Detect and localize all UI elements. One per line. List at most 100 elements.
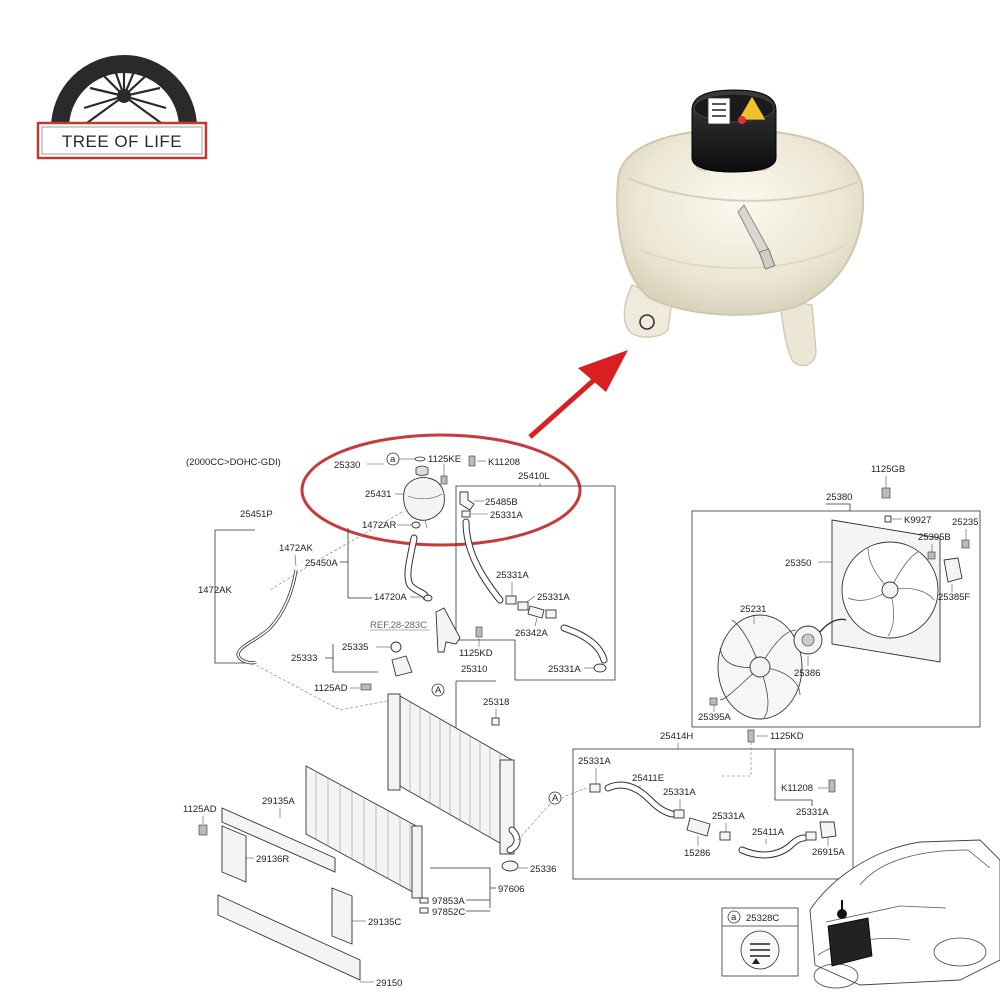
label-1472AR: 1472AR [362,520,396,531]
label-29135A: 29135A [262,796,295,807]
highlight-ellipse [300,433,582,547]
fan-blade-25231 [717,614,803,720]
label-1472AK: 1472AK [279,543,313,554]
bolt-icon [828,779,836,793]
ref-label: REF.28-283C [370,620,427,631]
legend-marker-a: a [731,912,737,923]
label-25410L: 25410L [518,471,550,482]
marker-a-text: a [390,454,396,465]
label-25350: 25350 [785,558,811,569]
label-25310: 25310 [461,664,487,675]
air-guard-29136R [221,825,247,883]
bolt-icon [475,626,483,638]
label-25385F: 25385F [938,592,970,603]
label-29150: 29150 [376,978,402,989]
label-1125KD-center: 1125KD [459,648,493,659]
arrow-head-icon [578,350,628,392]
label-26915A: 26915A [812,847,845,858]
label-15286: 15286 [684,848,710,859]
label-25395B: 25395B [918,532,951,543]
mounting-hole-icon [639,314,655,330]
legend-marker-a-icon [727,910,741,924]
label-25331A-top: 25331A [490,510,523,521]
reservoir-right-leg [779,299,817,367]
pipe-15286 [686,817,711,837]
label-1125GB: 1125GB [871,464,905,475]
marker-A-circle-icon [431,683,445,697]
pipe-bracket-drawing [435,607,461,653]
variant-label: (2000CC>DOHC-GDI) [186,457,281,468]
label-1125AD-upper: 1125AD [314,683,348,694]
logo-hub [117,89,131,103]
bolt-1125KE-icon [440,475,448,485]
label-97853A: 97853A [432,896,465,907]
label-1125AD-lower: 1125AD [183,804,217,815]
label-25395A: 25395A [698,712,731,723]
hose-connector-26915A [819,821,837,839]
elbow-fitting-25485B [459,491,475,511]
label-25330: 25330 [334,460,360,471]
lower-hose-group-box [572,748,854,880]
label-25335: 25335 [342,642,368,653]
label-25411E: 25411E [632,773,664,784]
label-K9927: K9927 [904,515,931,526]
clamp-icon [805,831,817,841]
cap-caution-triangle-icon [737,95,767,121]
clamp-icon [517,601,529,611]
marker-A-upper: A [435,685,442,696]
bolt-icon [360,683,372,691]
clamp-icon [505,595,517,605]
mount-bracket-25333 [391,655,413,677]
marker-A-lower: A [552,793,559,804]
logo-banner [36,121,208,160]
label-1472AK-side: 1472AK [198,585,232,596]
bleed-hose-25451P [236,569,298,665]
label-25386: 25386 [794,668,820,679]
label-25331A-c: 25331A [537,592,570,603]
bumper-beam-29150 [217,894,361,981]
coolant-reservoir-photo [616,89,865,367]
label-25331A-e: 25331A [578,756,611,767]
label-25485B: 25485B [485,497,518,508]
reservoir-cap-icon [415,465,429,476]
label-25331A-b: 25331A [496,570,529,581]
group-bracket-25451P [214,529,255,664]
label-1125KD-right: 1125KD [770,731,804,742]
fan-shroud-25350 [831,519,941,663]
label-29136R: 29136R [256,854,289,865]
condenser-97606 [305,765,423,899]
fan-motor-25386 [793,618,847,655]
label-25411A: 25411A [752,827,785,838]
fan-resistor-25385F [943,557,963,583]
car-location-illustration [809,839,1000,989]
hose-connector-26342A [527,605,545,619]
label-25450A: 25450A [305,558,338,569]
grommet-icon [390,641,402,653]
logo-brand-text: TREE OF LIFE [62,132,182,151]
reservoir-assembly: 25330 a 1125KE K11208 25410L 25431 25485… [334,452,550,529]
label-25414H: 25414H [660,731,693,742]
bolt-icon [747,729,755,743]
label-97606: 97606 [498,884,524,895]
brand-logo: TREE OF LIFE [36,55,208,160]
label-26342A: 26342A [515,628,548,639]
clamp-icon [545,609,557,619]
label-25331A-g: 25331A [712,811,745,822]
clamp-icon [673,809,685,819]
label-29135C: 29135C [368,917,401,928]
legend-part-number: 25328C [746,913,779,924]
label-25451P: 25451P [240,509,273,520]
cap-warning-label-icon [707,97,731,125]
label-14720A: 14720A [374,592,407,603]
clamp-icon [593,663,607,673]
label-25231: 25231 [740,604,766,615]
label-K11208-top: K11208 [488,457,520,468]
bolt-K11208-icon [468,455,476,467]
label-25331A-d: 25331A [548,664,581,675]
label-25331A-f: 25331A [663,787,696,798]
drain-plug-icon [491,717,500,726]
clamp-25331A-top [461,510,471,518]
callout-arrow [528,350,628,439]
highlighted-cooling-module [827,917,873,967]
